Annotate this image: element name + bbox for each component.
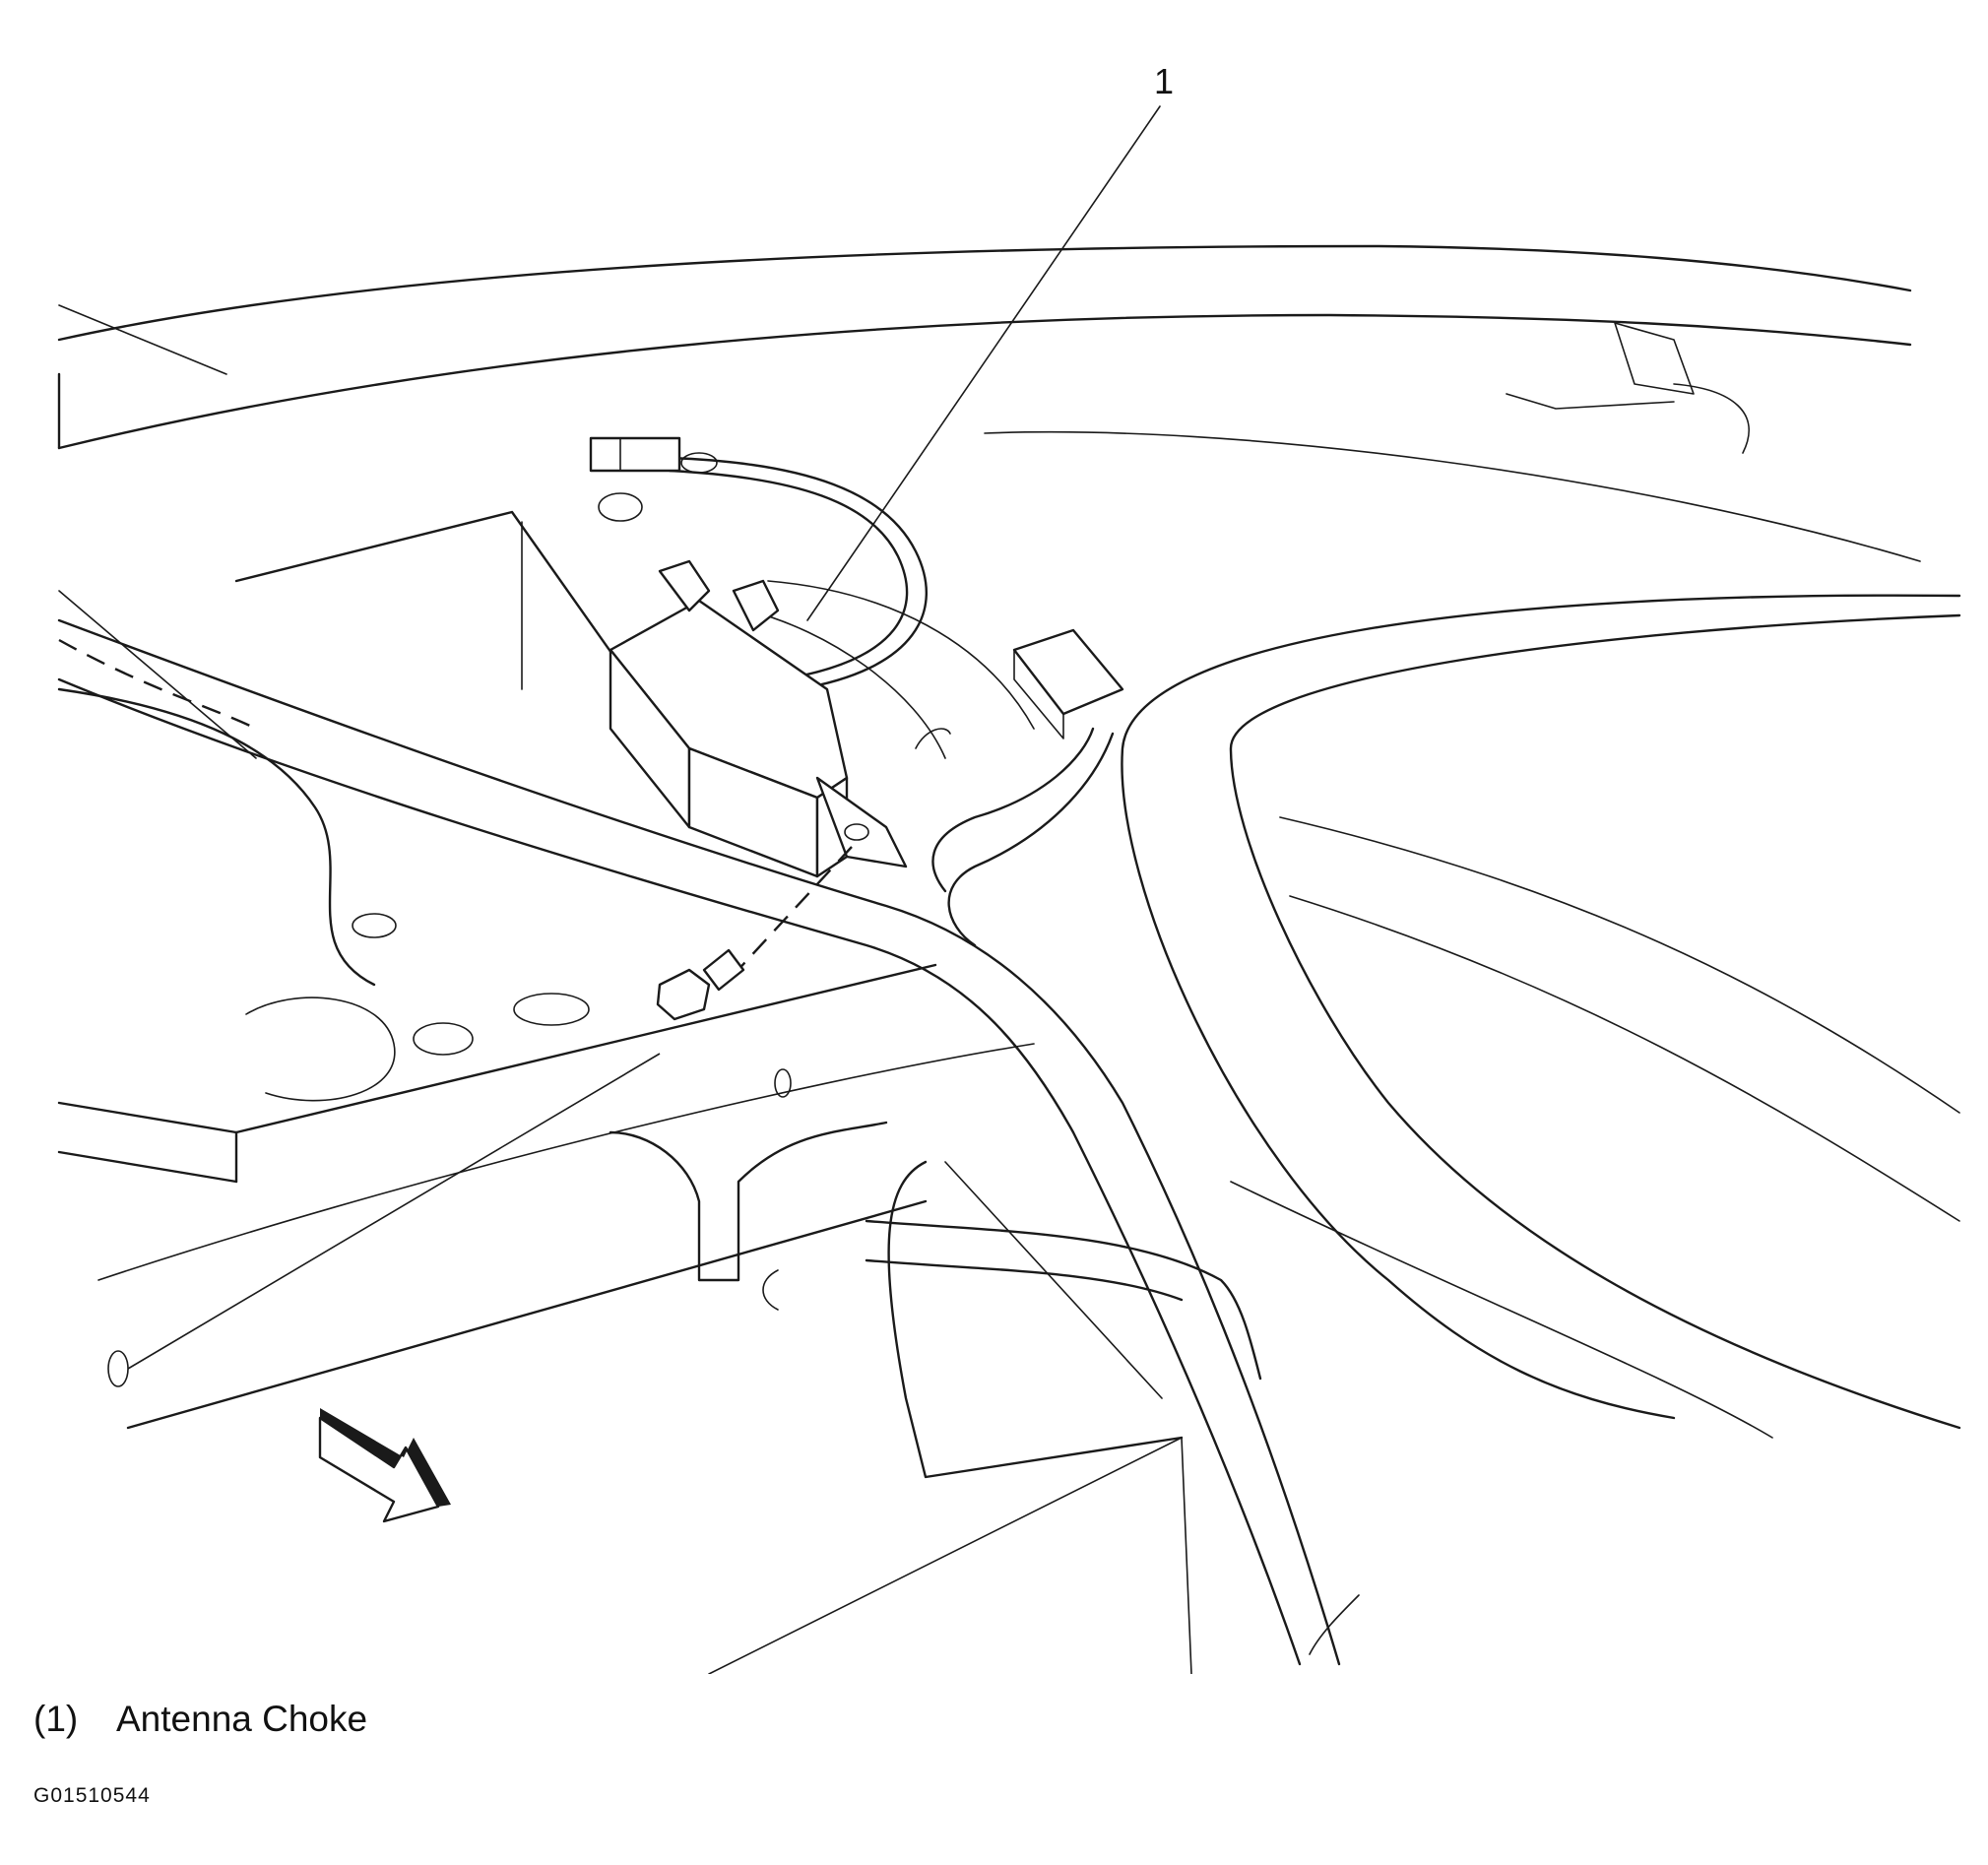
front-direction-arrow-icon <box>318 1408 451 1523</box>
mounting-bolt <box>127 846 853 1370</box>
figure-id: G01510544 <box>33 1784 151 1807</box>
wiring-harness <box>57 618 1360 1666</box>
legend-entry: (1) Antenna Choke <box>33 1699 367 1740</box>
mounting-bracket <box>234 510 1035 759</box>
harness-connector <box>1012 628 1124 740</box>
antenna-cable <box>589 436 928 691</box>
legend-number: (1) <box>33 1699 79 1739</box>
antenna-choke-illustration <box>57 105 1961 1674</box>
antenna-choke-module <box>609 559 951 878</box>
callout-number-1: 1 <box>1154 61 1175 101</box>
body-panel-outlines <box>57 244 1961 1674</box>
callout-leader-line <box>806 105 1161 621</box>
legend-label: Antenna Choke <box>116 1699 368 1739</box>
